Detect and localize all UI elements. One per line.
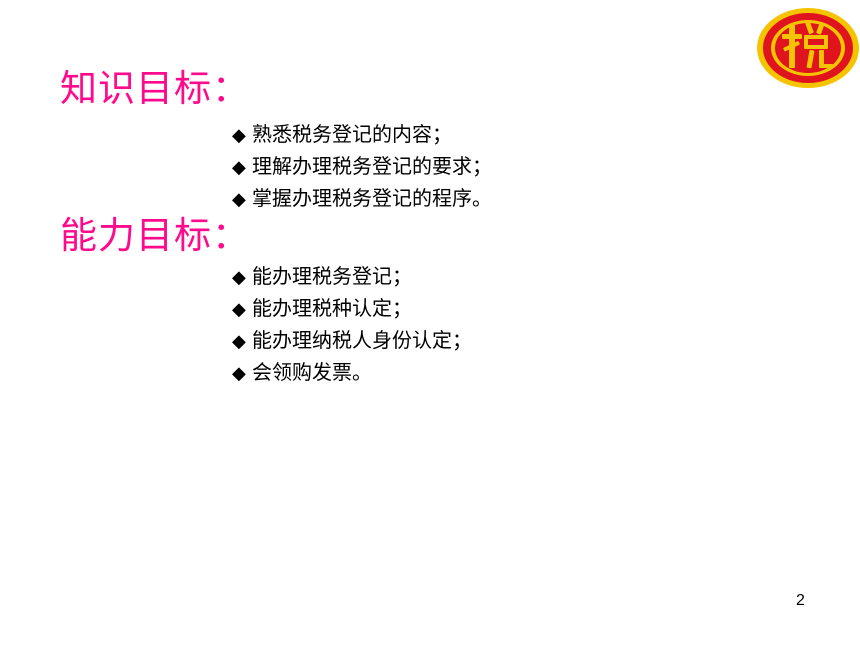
- diamond-bullet-icon: ◆: [232, 157, 246, 178]
- tax-emblem-icon: [757, 8, 859, 88]
- list-item: ◆ 掌握办理税务登记的程序。: [232, 182, 492, 214]
- list-item: ◆ 熟悉税务登记的内容；: [232, 118, 492, 150]
- ability-goals-list: ◆ 能办理税务登记； ◆ 能办理税种认定； ◆ 能办理纳税人身份认定； ◆ 会领购发票。: [232, 260, 472, 388]
- list-item-text: 能办理税种认定；: [252, 296, 412, 320]
- list-item-text: 理解办理税务登记的要求；: [252, 154, 492, 178]
- list-item: ◆ 能办理税种认定；: [232, 292, 472, 324]
- diamond-bullet-icon: ◆: [232, 299, 246, 320]
- section-heading-knowledge-goals: 知识目标：: [60, 67, 250, 110]
- list-item: ◆ 理解办理税务登记的要求；: [232, 150, 492, 182]
- list-item-text: 能办理税务登记；: [252, 264, 412, 288]
- diamond-bullet-icon: ◆: [232, 363, 246, 384]
- diamond-bullet-icon: ◆: [232, 125, 246, 146]
- knowledge-goals-list: ◆ 熟悉税务登记的内容； ◆ 理解办理税务登记的要求； ◆ 掌握办理税务登记的程序。: [232, 118, 492, 214]
- list-item-text: 掌握办理税务登记的程序。: [252, 186, 492, 210]
- list-item-text: 熟悉税务登记的内容；: [252, 122, 452, 146]
- list-item-text: 能办理纳税人身份认定；: [252, 328, 472, 352]
- page-number: 2: [796, 592, 805, 609]
- section-heading-ability-goals: 能力目标：: [60, 214, 250, 257]
- list-item-text: 会领购发票。: [252, 360, 372, 384]
- list-item: ◆ 能办理纳税人身份认定；: [232, 324, 472, 356]
- list-item: ◆ 会领购发票。: [232, 356, 472, 388]
- diamond-bullet-icon: ◆: [232, 189, 246, 210]
- diamond-bullet-icon: ◆: [232, 267, 246, 288]
- list-item: ◆ 能办理税务登记；: [232, 260, 472, 292]
- diamond-bullet-icon: ◆: [232, 331, 246, 352]
